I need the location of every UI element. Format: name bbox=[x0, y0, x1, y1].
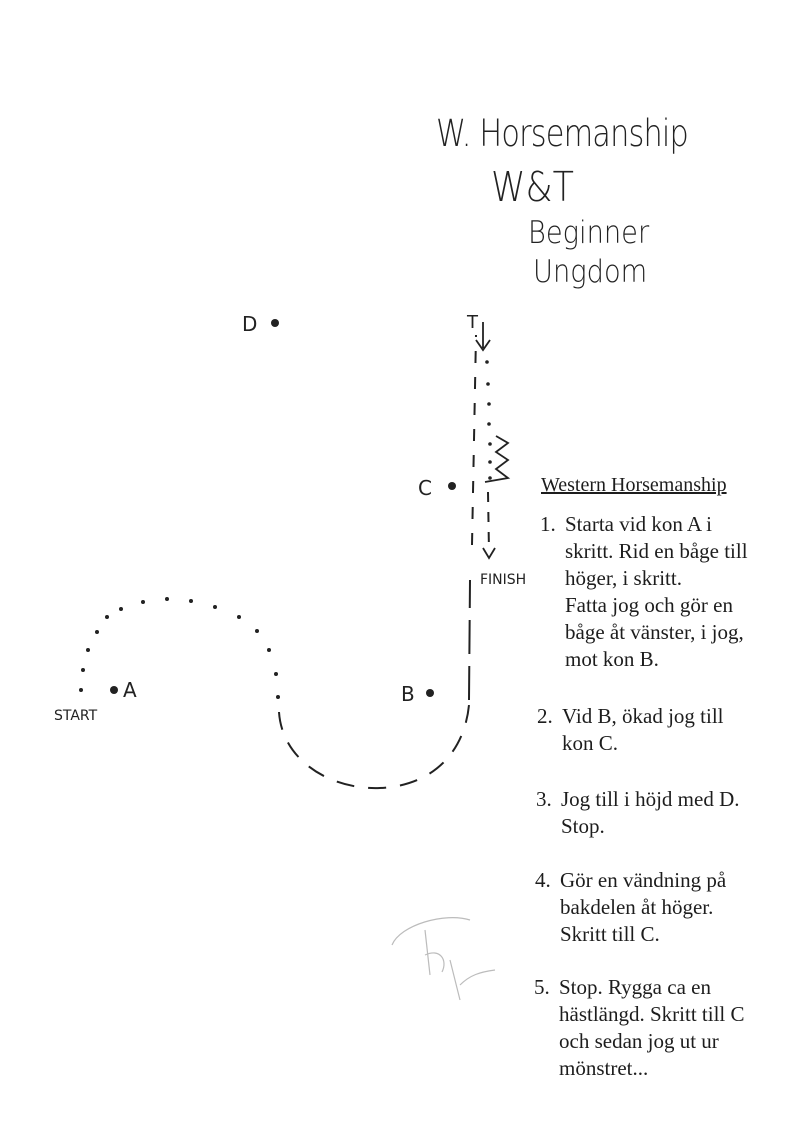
step-text: Jog till i höjd med D. Stop. bbox=[561, 787, 740, 838]
jog-up-path bbox=[471, 334, 477, 546]
cone-b-label: B bbox=[401, 682, 415, 706]
cone-a bbox=[110, 686, 118, 694]
walk-return-dots bbox=[485, 360, 492, 480]
step-number: 1. bbox=[540, 512, 556, 536]
backup-zigzag bbox=[484, 435, 511, 483]
instruction-step: 1. Starta vid kon A i skritt. Rid en båg… bbox=[540, 511, 790, 676]
instruction-step: 4. Gör en vändning på bakdelen åt höger.… bbox=[535, 867, 785, 952]
step-text: Gör en vändning på bakdelen åt höger. Sk… bbox=[560, 868, 727, 946]
level-label: Beginner bbox=[528, 215, 650, 251]
cone-d bbox=[271, 319, 279, 327]
step-number: 5. bbox=[534, 975, 550, 999]
class-name: W&T bbox=[491, 163, 574, 211]
signature-mark bbox=[391, 917, 496, 1001]
step-number: 3. bbox=[536, 787, 552, 811]
exit-arrow bbox=[482, 547, 496, 560]
instruction-step: 5. Stop. Rygga ca en hästlängd. Skritt t… bbox=[534, 974, 784, 1086]
cone-a-label: A bbox=[123, 678, 137, 702]
instruction-step: 2. Vid B, ökad jog till kon C. bbox=[537, 703, 787, 763]
instructions-heading: Western Horsemanship bbox=[541, 474, 727, 496]
age-group-label: Ungdom bbox=[533, 254, 648, 290]
turn-label: T bbox=[467, 312, 478, 333]
pattern-title: W. Horsemanship bbox=[436, 112, 689, 155]
extended-jog-path bbox=[468, 579, 471, 701]
instruction-step: 3. Jog till i höjd med D. Stop. bbox=[536, 786, 786, 846]
cone-c-label: C bbox=[418, 476, 432, 500]
start-label: START bbox=[54, 708, 98, 724]
exit-path bbox=[487, 491, 490, 553]
cone-b bbox=[426, 689, 434, 697]
jog-path bbox=[278, 704, 470, 790]
cone-c bbox=[448, 482, 456, 490]
step-number: 2. bbox=[537, 704, 553, 728]
step-text: Starta vid kon A i skritt. Rid en båge t… bbox=[565, 512, 748, 671]
step-number: 4. bbox=[535, 868, 551, 892]
finish-label: FINISH bbox=[480, 572, 527, 588]
walk-path-dots bbox=[79, 597, 280, 699]
turn-arrow bbox=[475, 322, 491, 352]
step-text: Stop. Rygga ca en hästlängd. Skritt till… bbox=[559, 975, 745, 1080]
step-text: Vid B, ökad jog till kon C. bbox=[562, 704, 724, 755]
cone-d-label: D bbox=[242, 312, 258, 336]
